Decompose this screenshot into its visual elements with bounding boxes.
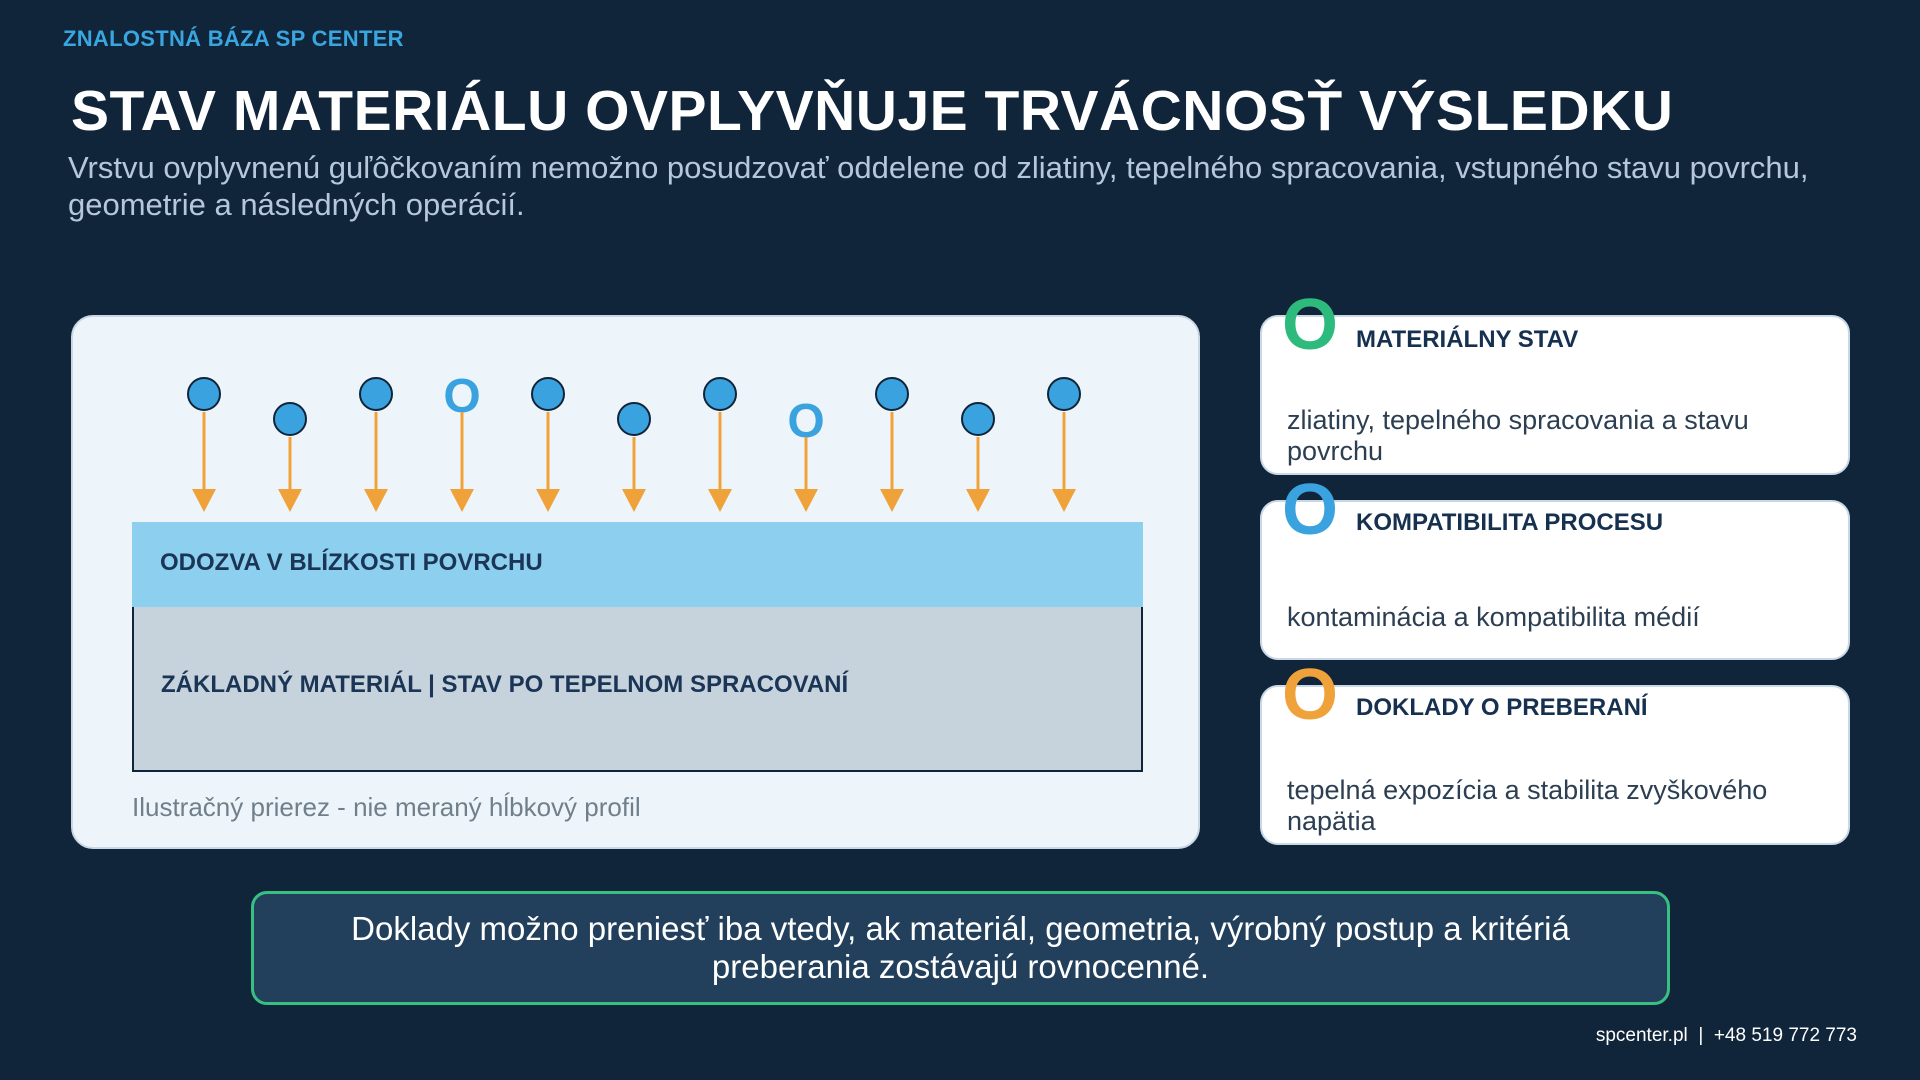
shot-ball-icon bbox=[531, 377, 565, 411]
page-title: STAV MATERIÁLU OVPLYVŇUJE TRVÁCNOSŤ VÝSL… bbox=[71, 79, 1674, 143]
shot-ball-icon bbox=[359, 377, 393, 411]
shot-2 bbox=[273, 402, 307, 512]
shot-5 bbox=[531, 377, 565, 512]
shot-9 bbox=[875, 377, 909, 512]
material-badge-icon: O bbox=[1282, 285, 1339, 365]
shot-ball-icon bbox=[961, 402, 995, 436]
page-subtitle: Vrstvu ovplyvnenú guľôčkovaním nemožno p… bbox=[68, 150, 1809, 222]
base-material-layer: ZÁKLADNÝ MATERIÁL | STAV PO TEPELNOM SPR… bbox=[132, 607, 1143, 772]
arrow-down-icon bbox=[1052, 489, 1076, 512]
arrow-down-icon bbox=[536, 489, 560, 512]
shot-7 bbox=[703, 377, 737, 512]
footer-website-link[interactable]: spcenter.pl bbox=[1595, 1025, 1688, 1046]
shot-3 bbox=[359, 377, 393, 512]
process-badge-icon: O bbox=[1282, 470, 1339, 550]
arrow-down-icon bbox=[192, 489, 216, 512]
shot-ball-icon bbox=[1047, 377, 1081, 411]
footer-separator: | bbox=[1698, 1025, 1704, 1046]
shot-ball-icon bbox=[617, 402, 651, 436]
surface-layer-label: ODOZVA V BLÍZKOSTI POVRCHU bbox=[160, 549, 543, 576]
note-box: Doklady možno preniesť iba vtedy, ak mat… bbox=[251, 891, 1670, 1005]
arrow-down-icon bbox=[622, 489, 646, 512]
card-body: zliatiny, tepelného spracovania a stavu … bbox=[1287, 405, 1749, 466]
note-text: Doklady možno preniesť iba vtedy, ak mat… bbox=[351, 910, 1570, 985]
arrow-down-icon bbox=[278, 489, 302, 512]
card-body: tepelná expozícia a stabilita zvyškového… bbox=[1287, 775, 1768, 836]
evidence-badge-icon: O bbox=[1282, 655, 1339, 735]
card-material-state: O MATERIÁLNY STAV zliatiny, tepelného sp… bbox=[1260, 289, 1850, 475]
arrow-down-icon bbox=[794, 489, 818, 512]
shot-4: O bbox=[443, 370, 481, 512]
arrow-down-icon bbox=[966, 489, 990, 512]
arrow-down-icon bbox=[708, 489, 732, 512]
surface-layer: ODOZVA V BLÍZKOSTI POVRCHU bbox=[132, 522, 1143, 607]
card-title: MATERIÁLNY STAV bbox=[1356, 326, 1579, 353]
shot-1 bbox=[187, 377, 221, 512]
arrow-down-icon bbox=[364, 489, 388, 512]
card-acceptance-evidence: O DOKLADY O PREBERANÍ tepelná expozícia … bbox=[1260, 659, 1850, 845]
shot-ball-icon bbox=[875, 377, 909, 411]
shot-8: O bbox=[787, 395, 825, 512]
arrow-down-icon bbox=[880, 489, 904, 512]
footer-contact: spcenter.pl | +48 519 772 773 bbox=[1596, 1025, 1857, 1047]
shot-ball-icon bbox=[273, 402, 307, 436]
diagram-caption: Ilustračný prierez - nie meraný hĺbkový … bbox=[132, 792, 641, 822]
footer-phone[interactable]: +48 519 772 773 bbox=[1713, 1025, 1857, 1046]
kicker-label: ZNALOSTNÁ BÁZA SP CENTER bbox=[63, 26, 404, 51]
card-title: DOKLADY O PREBERANÍ bbox=[1356, 694, 1648, 721]
base-layer-label: ZÁKLADNÝ MATERIÁL | STAV PO TEPELNOM SPR… bbox=[161, 671, 849, 698]
shot-6 bbox=[617, 402, 651, 512]
shot-10 bbox=[961, 402, 995, 512]
shot-11 bbox=[1047, 377, 1081, 512]
card-body: kontaminácia a kompatibilita médií bbox=[1287, 602, 1700, 632]
shot-ball-icon bbox=[187, 377, 221, 411]
card-title: KOMPATIBILITA PROCESU bbox=[1356, 509, 1664, 536]
card-process-compatibility: O KOMPATIBILITA PROCESU kontaminácia a k… bbox=[1260, 474, 1850, 660]
shot-ball-icon bbox=[703, 377, 737, 411]
arrow-down-icon bbox=[450, 489, 474, 512]
